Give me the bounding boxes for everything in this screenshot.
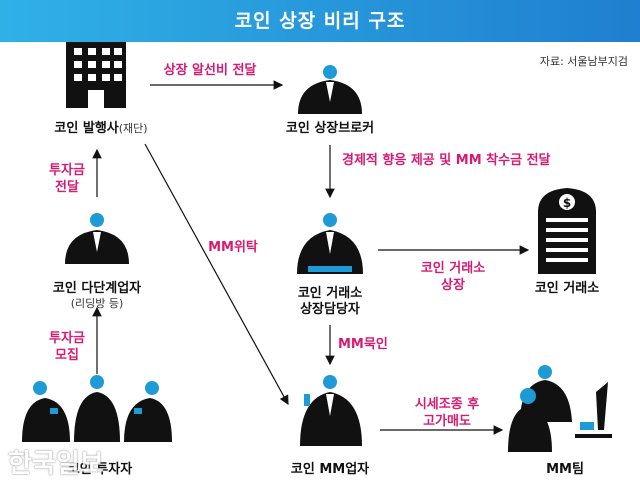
watermark-logo: 한국일보: [8, 449, 104, 479]
diagram-canvas: $: [22, 42, 612, 452]
edge-label-economic-benefit: 경제적 향응 제공 및 MM 착수금 전달: [342, 153, 551, 168]
mm-trader-icon: [300, 375, 362, 446]
broker-person-icon: [298, 65, 362, 114]
node-mm-trader-label: 코인 MM업자: [290, 462, 370, 477]
node-multilevel-sub: (리딩방 등): [70, 297, 124, 310]
building-icon: [66, 42, 126, 108]
multilevel-person-icon: [65, 213, 129, 264]
investors-group-icon: [22, 375, 172, 442]
node-multilevel-label: 코인 다단계업자: [52, 281, 142, 296]
edge-label-mm-acquiesce: MM묵인: [338, 337, 388, 352]
mm-team-icon: [508, 365, 612, 452]
exchange-bank-icon: $: [538, 188, 596, 274]
title: 코인 상장 비리 구조: [234, 10, 406, 32]
node-exchange-label: 코인 거래소: [534, 281, 600, 296]
node-broker-label: 코인 상장브로커: [285, 121, 375, 136]
edge-mm-entrust: [144, 143, 289, 406]
source-note: 자료: 서울남부지검: [539, 55, 628, 68]
node-exchange-officer-label: 코인 거래소: [297, 286, 363, 301]
svg-text:$: $: [563, 196, 571, 210]
node-investors-label: 코인 투자자: [67, 462, 133, 477]
node-mm-team-label: MM팀: [546, 462, 584, 477]
edge-label-listing-fee: 상장 알선비 전달: [163, 63, 257, 78]
exchange-officer-icon: [297, 213, 363, 274]
node-issuer-label: 코인 발행사(재단): [54, 121, 148, 136]
node-exchange-officer-label2: 상장담당자: [300, 302, 360, 317]
title-bar: [0, 0, 640, 42]
edge-label-mm-entrust: MM위탁: [208, 240, 258, 255]
